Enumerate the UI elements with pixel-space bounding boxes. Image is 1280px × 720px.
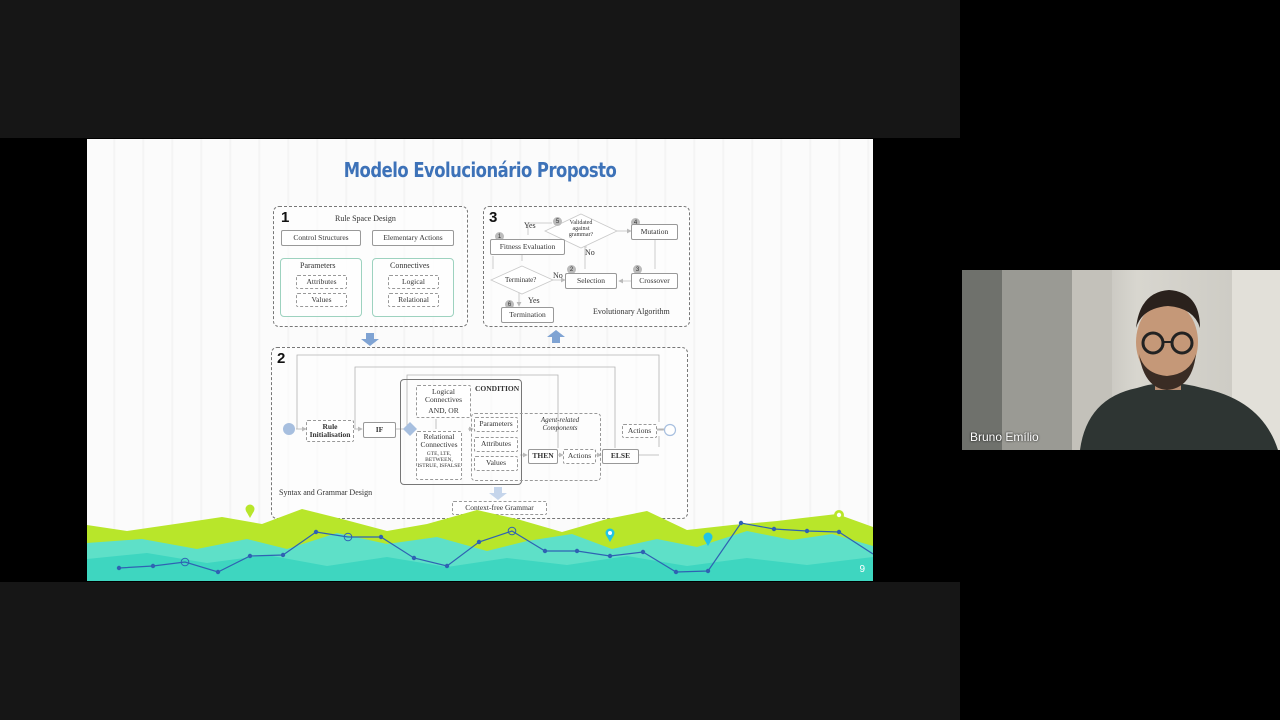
- parameters-label: Parameters: [300, 261, 336, 270]
- control-structures-node: Control Structures: [281, 230, 361, 246]
- agent-components-group: [471, 413, 601, 481]
- rule-initialisation-node: Rule Initialisation: [306, 420, 354, 442]
- parameters-node: Parameters: [474, 417, 518, 432]
- no-left-label: No: [553, 271, 563, 280]
- panel-number-3: 3: [489, 209, 498, 226]
- panel-number-2: 2: [277, 350, 286, 367]
- validated-label: Validated against grammar?: [568, 220, 594, 238]
- step-6-badge: 6: [505, 300, 514, 309]
- step-5-badge: 5: [553, 217, 562, 226]
- then-node: THEN: [528, 449, 558, 464]
- attributes-node: Attributes: [296, 275, 347, 289]
- relational-node: Relational: [388, 293, 439, 307]
- condition-label: CONDITION: [475, 384, 520, 393]
- slide-number: 9: [859, 564, 865, 575]
- actions-node-right: Actions: [622, 424, 657, 438]
- no-right-label: No: [585, 248, 595, 257]
- letterbox-top: [0, 0, 960, 138]
- presentation-slide: Modelo Evolucionário Proposto: [87, 139, 873, 581]
- fitness-evaluation-node: Fitness Evaluation: [490, 239, 565, 255]
- relational-connectives-node: Relational Connectives GTE, LTE, BETWEEN…: [416, 431, 462, 480]
- decorative-landscape-footer: [87, 504, 873, 581]
- relational-ops-label: GTE, LTE, BETWEEN, ISTRUE, ISFALSE: [417, 450, 461, 469]
- evolutionary-algorithm-caption: Evolutionary Algorithm: [593, 307, 670, 316]
- values-node-p2: Values: [474, 456, 518, 471]
- syntax-grammar-caption: Syntax and Grammar Design: [279, 488, 373, 497]
- map-pin-icons: [245, 504, 844, 546]
- participant-name-label: Bruno Emílio: [970, 430, 1039, 444]
- elementary-actions-node: Elementary Actions: [372, 230, 454, 246]
- values-node: Values: [296, 293, 347, 307]
- arrow-up-icon: [547, 330, 565, 343]
- participant-video-feed: [962, 270, 1280, 450]
- participant-video-tile[interactable]: Bruno Emílio: [962, 270, 1280, 450]
- else-node: ELSE: [602, 449, 639, 464]
- logical-node: Logical: [388, 275, 439, 289]
- line-dots: [116, 520, 842, 575]
- yes-bottom-label: Yes: [528, 296, 540, 305]
- screen-share-area: Modelo Evolucionário Proposto: [0, 0, 960, 720]
- logical-connectives-label: Logical Connectives: [424, 387, 463, 405]
- actions-node: Actions: [563, 449, 596, 464]
- arrow-down-icon: [361, 333, 379, 346]
- step-4-badge: 4: [631, 218, 640, 227]
- step-3-badge: 3: [633, 265, 642, 274]
- terminate-label: Terminate?: [505, 276, 537, 284]
- panel1-title: Rule Space Design: [335, 214, 396, 223]
- agent-components-label: Agent-related Components: [540, 416, 580, 433]
- attributes-node-p2: Attributes: [474, 437, 518, 452]
- relational-connectives-label: Relational Connectives: [420, 432, 458, 450]
- connectives-label: Connectives: [390, 261, 430, 270]
- logical-connectives-node: Logical Connectives AND, OR: [416, 385, 471, 418]
- step-1-badge: 1: [495, 232, 504, 241]
- ring-dots: [180, 526, 517, 567]
- condition-group: [400, 379, 522, 485]
- slide-title: Modelo Evolucionário Proposto: [343, 158, 617, 182]
- panel-number-1: 1: [281, 209, 290, 226]
- and-or-label: AND, OR: [428, 405, 459, 415]
- crossover-node: Crossover: [631, 273, 678, 289]
- selection-node: Selection: [565, 273, 617, 289]
- letterbox-bottom: [0, 582, 960, 720]
- yes-top-label: Yes: [524, 221, 536, 230]
- termination-node: Termination: [501, 307, 554, 323]
- step-2-badge: 2: [567, 265, 576, 274]
- if-node: IF: [363, 422, 396, 438]
- mutation-node: Mutation: [631, 224, 678, 240]
